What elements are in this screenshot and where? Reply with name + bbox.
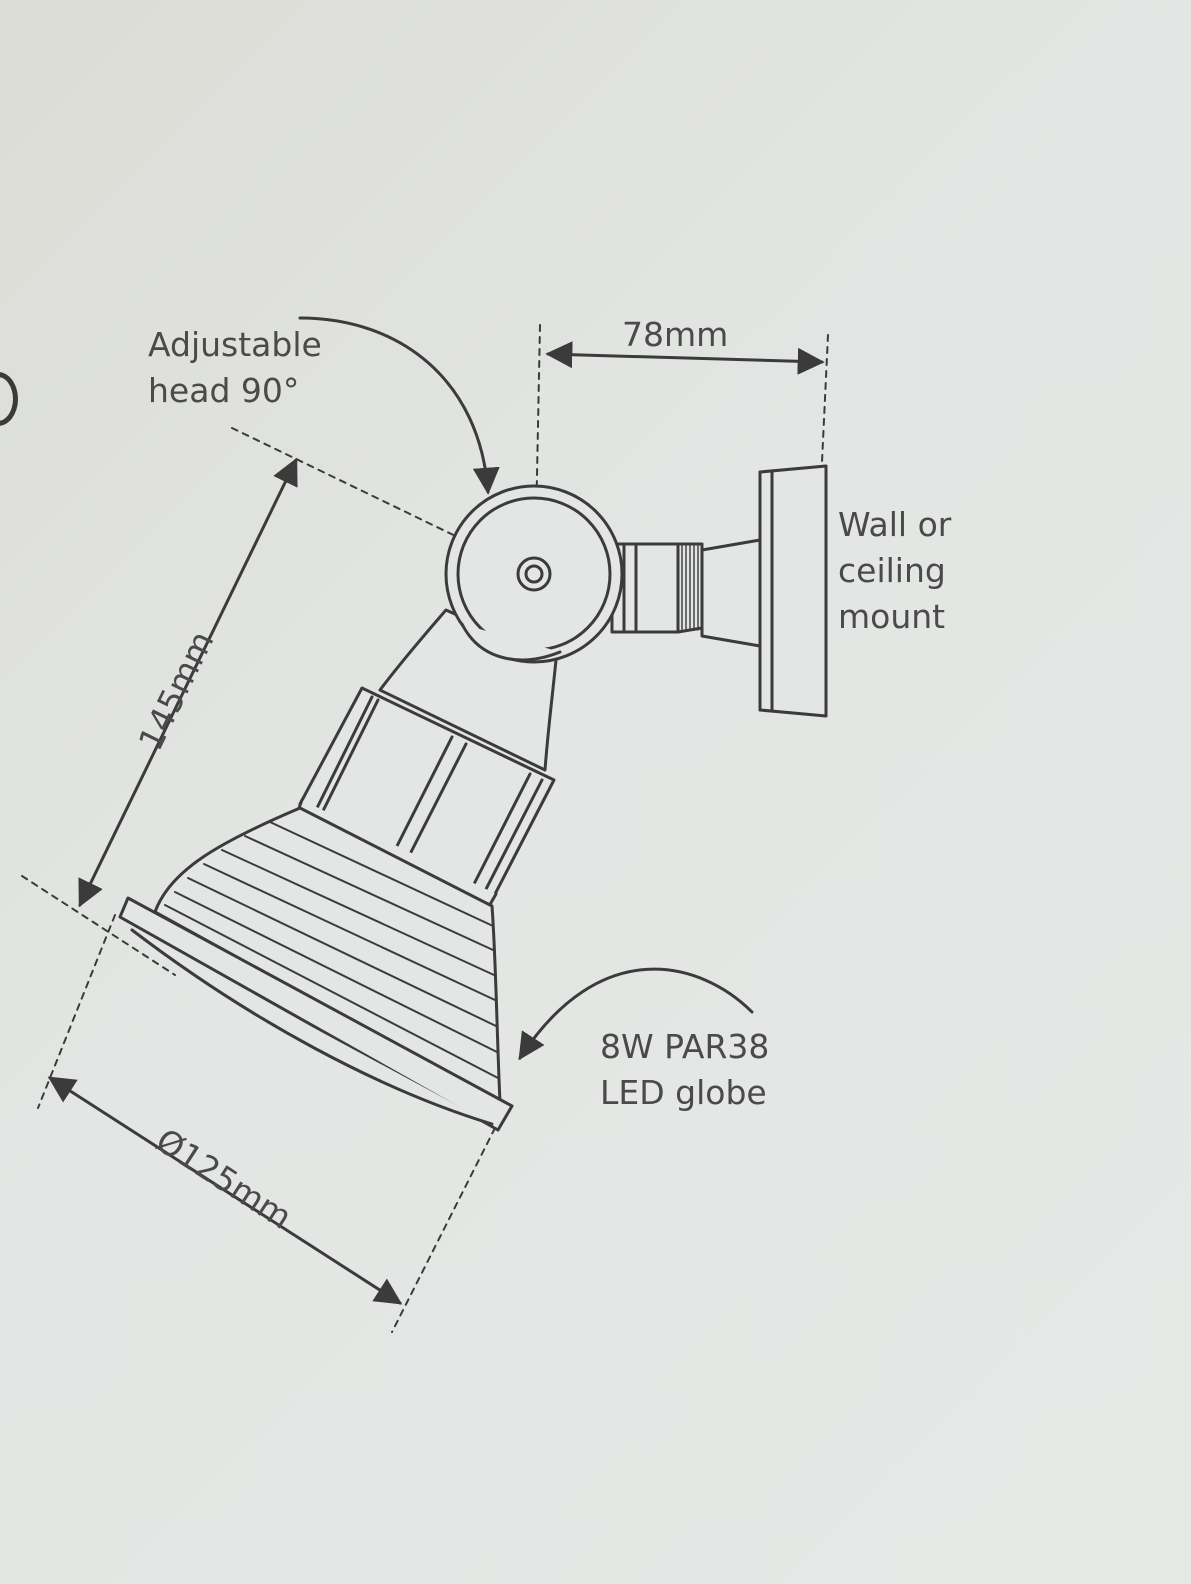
pivot-knuckle: [444, 484, 624, 664]
mount-arm: [610, 538, 762, 648]
wall-plate: [758, 464, 828, 718]
width-dimension-arrow: [545, 341, 825, 375]
reflector-ribs: [164, 821, 499, 1079]
width-dimension-label: 78mm: [622, 315, 729, 354]
adjustable-head-label: Adjustable head 90°: [148, 322, 322, 414]
mount-line-1: Wall or: [838, 505, 952, 544]
lens-rim: [118, 896, 514, 1132]
mount-line-3: mount: [838, 597, 946, 636]
mount-line-2: ceiling: [838, 551, 946, 590]
globe-line-2: LED globe: [600, 1073, 767, 1112]
adjustable-head-line-2: head 90°: [148, 371, 300, 410]
diameter-dimension-arrow: [47, 1076, 403, 1305]
mount-label: Wall or ceiling mount: [838, 502, 951, 640]
globe-line-1: 8W PAR38: [600, 1027, 770, 1066]
head-callout-arrow: [298, 316, 500, 495]
globe-callout-arrow: [518, 967, 754, 1061]
height-dimension-arrow: [78, 457, 298, 908]
globe-label: 8W PAR38 LED globe: [600, 1024, 769, 1116]
adjustable-head-line-1: Adjustable: [148, 325, 322, 364]
